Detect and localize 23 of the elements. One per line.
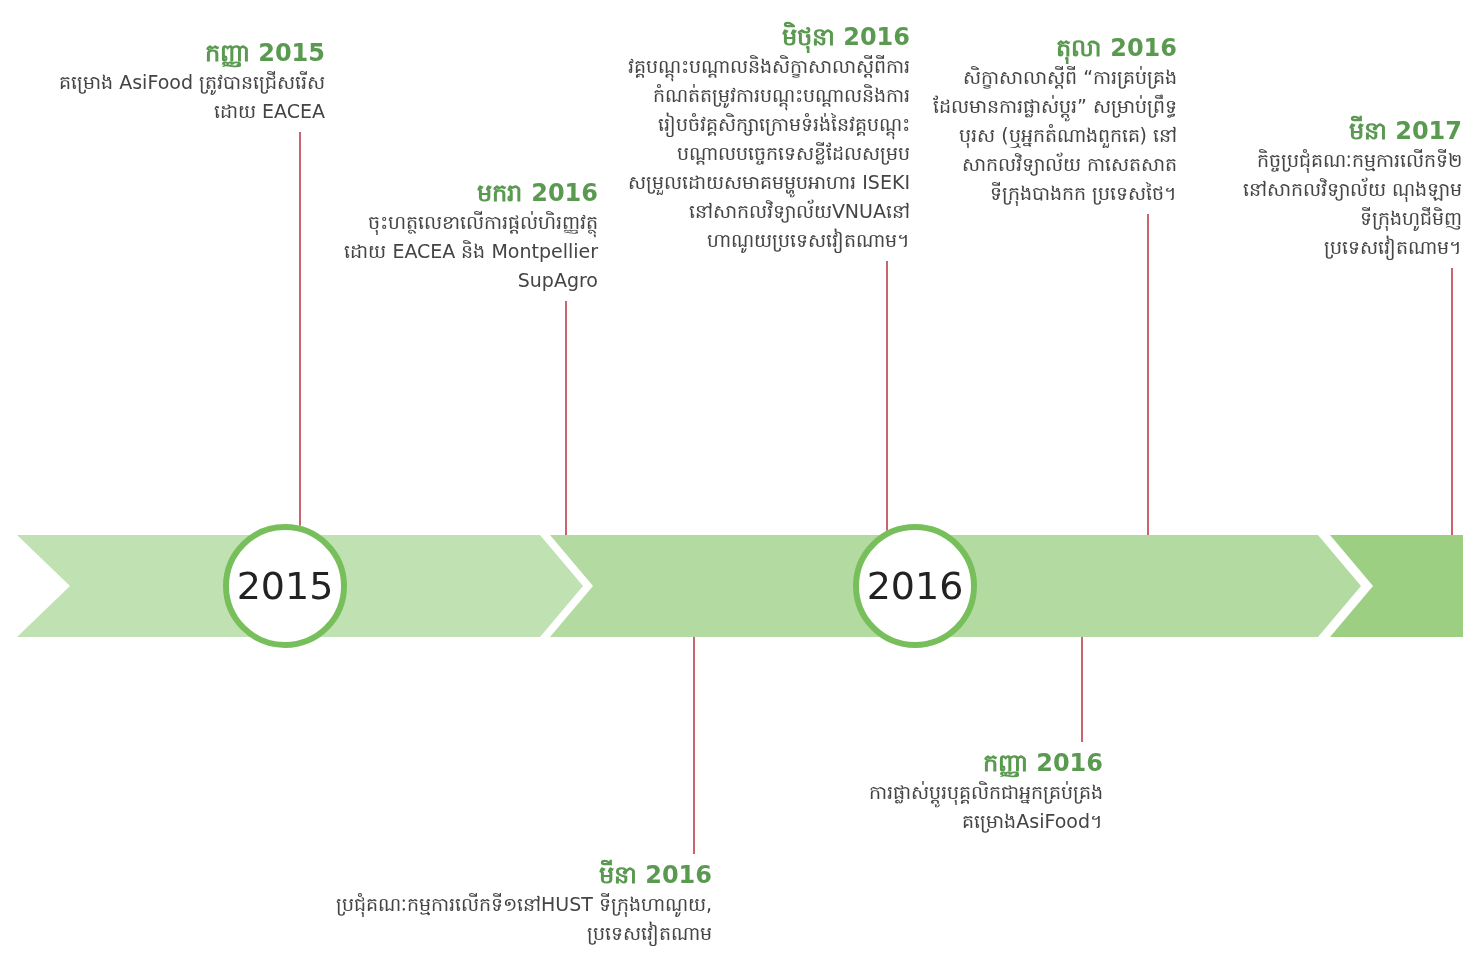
event-description: សិក្ខាសាលាស្ដីពី “ការគ្រប់គ្រងដែលមានការផ្លាស់ប្ដូរ” សម្រាប់ព្រឹទ្ធបុរស (ឬអ្នកតំណាងពួកគេ) នៅសាកលវិទ្យាល័យ កាសេតសាត ទីក្រុងបាងកក ប្រទេសថៃ។ bbox=[932, 65, 1177, 208]
leader-line bbox=[1451, 267, 1453, 536]
leader-line bbox=[1147, 213, 1149, 536]
event-description: ចុះហត្ថលេខាលើការផ្ដល់ហិរញ្ញវត្ថុដោយ EACEA និង Montpellier SupAgro bbox=[343, 210, 598, 293]
leader-line bbox=[886, 260, 888, 532]
leader-line bbox=[299, 131, 301, 527]
event-description: គម្រោង AsiFood ត្រូវបានជ្រើសរើសដោយ EACEA bbox=[58, 70, 325, 124]
year-label: 2015 bbox=[236, 564, 334, 608]
event-date: តុលា 2016 bbox=[1054, 33, 1177, 63]
event-description: ការផ្លាស់ប្ដូរបុគ្គលិកជាអ្នកគ្រប់គ្រងគម្រោងAsiFood។ bbox=[868, 780, 1103, 835]
event-description: វគ្គបណ្ដុះបណ្ដាលនិងសិក្ខាសាលាស្ដីពីការកំណត់តម្រូវការបណ្ដុះបណ្ដាលនិងការរៀបចំវគ្គសិក្សាក្រោមទំរង់នៃវគ្គបណ្ដុះបណ្ដាលបច្ចេកទេសខ្លីដែលសម្របសម្រួលដោយសមាគមម្ហូបអាហារ ISEKI នៅសាកលវិទ្យាល័យVNUAនៅហាណូយប្រទេសវៀតណាម។ bbox=[627, 54, 910, 255]
leader-line bbox=[1081, 636, 1083, 743]
event-date: មីនា 2017 bbox=[1347, 116, 1462, 146]
event-date: មិថុនា 2016 bbox=[780, 22, 910, 52]
leader-line bbox=[565, 300, 567, 536]
leader-line bbox=[693, 636, 695, 855]
event-date: មីនា 2016 bbox=[597, 860, 712, 890]
year-label: 2016 bbox=[866, 564, 964, 608]
event-date: កញ្ញា 2016 bbox=[981, 748, 1103, 778]
event-description: ប្រជុំគណៈកម្មការលើកទី១នៅHUST ទីក្រុងហាណូយ, ប្រទេសវៀតណាម bbox=[335, 892, 712, 948]
event-date: កញ្ញា 2015 bbox=[203, 38, 325, 68]
event-description: កិច្ចប្រជុំគណៈកម្មការលើកទី២ នៅសាកលវិទ្យាល័យ ណុងឡាម ទីក្រុងហូជីមិញ ប្រទេសវៀតណាម។ bbox=[1241, 148, 1462, 262]
event-date: មករា 2016 bbox=[475, 178, 598, 208]
